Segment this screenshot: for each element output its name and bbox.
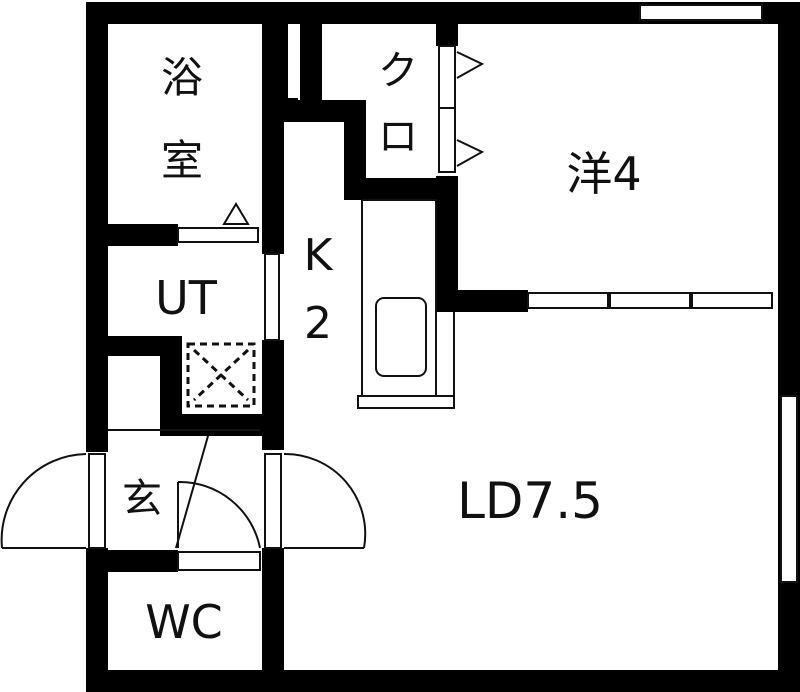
window-right: [780, 395, 798, 583]
kitchen-counter: [357, 199, 455, 409]
windows: [288, 4, 798, 583]
room-label-closet-2: ロ: [378, 114, 418, 160]
room-label-kitchen-2: 2: [304, 298, 332, 349]
room-labels: 浴 室 ク ロ 洋4 K 2 UT 玄 WC LD7.5: [122, 48, 642, 649]
room-label-entrance: 玄: [122, 476, 162, 522]
doors: [0, 45, 485, 571]
washer-space-icon: [186, 342, 256, 408]
room-label-utility: UT: [155, 271, 218, 325]
sink-icon: [375, 297, 427, 377]
room-label-bath-2: 室: [161, 136, 203, 185]
room-label-toilet: WC: [145, 595, 223, 649]
room-label-western: 洋4: [566, 147, 641, 201]
room-label-living-dining: LD7.5: [457, 472, 603, 530]
window-top: [639, 4, 763, 21]
room-label-closet: ク: [378, 48, 418, 94]
room-label-bath: 浴: [161, 53, 203, 102]
room-label-kitchen: K: [304, 230, 334, 281]
